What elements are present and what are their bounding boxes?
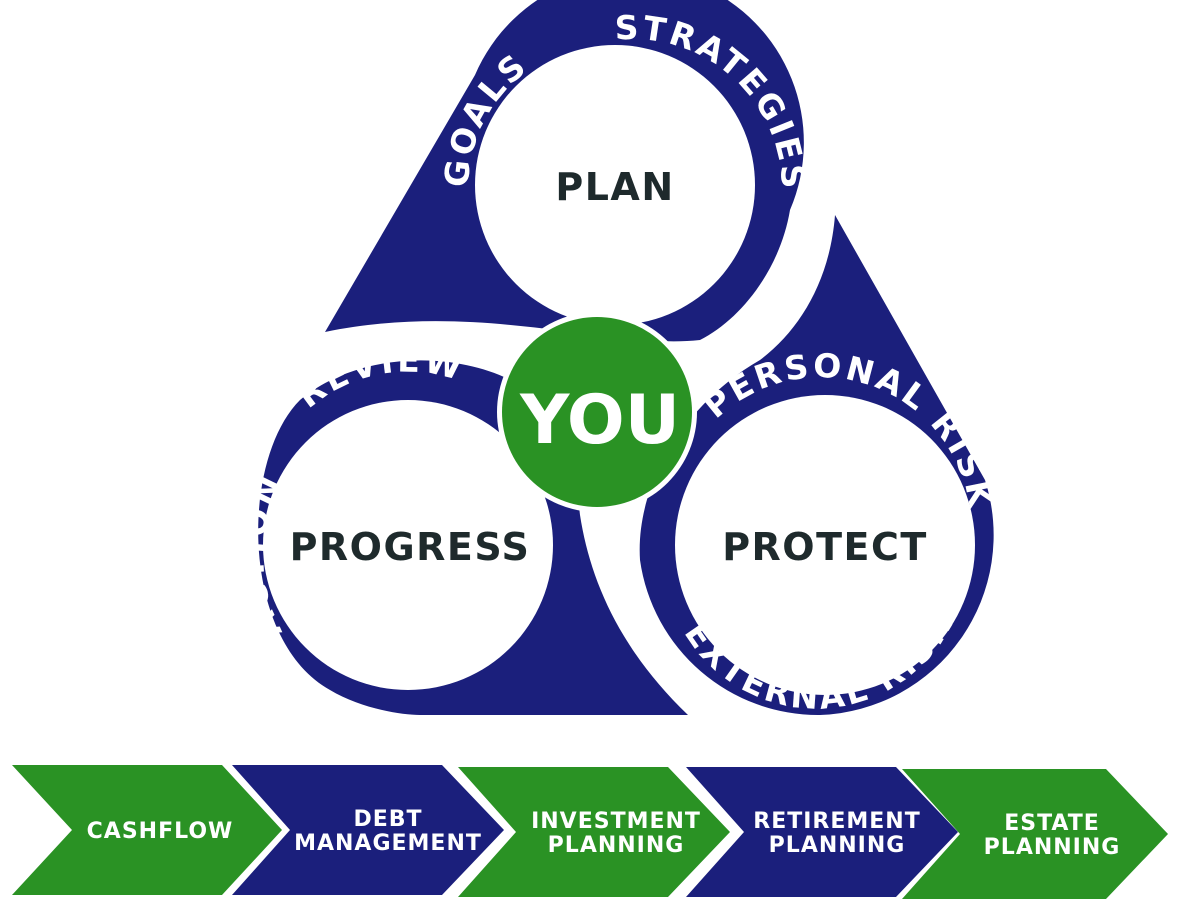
plan-label: PLAN [555,165,674,209]
step-chevron-1 [12,765,282,895]
step-label-4-line-1: RETIREMENT [753,809,920,834]
plan-section: GOALS STRATEGIES PLAN [325,0,810,342]
step-label-2-line-1: DEBT [353,807,422,832]
progress-section: REVIEW ACTION PROGRESS [232,340,688,715]
step-label-3-line-1: INVESTMENT [531,809,701,834]
step-chevron-5 [902,769,1168,899]
protect-circle [675,395,975,695]
protect-label: PROTECT [722,525,928,569]
step-label-3-line-2: PLANNING [548,833,685,858]
progress-circle [263,400,553,690]
step-label-1-line-1: CASHFLOW [87,819,234,844]
center-you: YOU [497,312,697,512]
step-label-5-line-1: ESTATE [1004,811,1100,836]
step-chevron-3 [458,767,730,897]
you-circle-fill [502,317,692,507]
step-chevron-4 [686,767,958,897]
progress-label: PROGRESS [290,525,531,569]
step-label-4-line-2: PLANNING [769,833,906,858]
step-label-2-line-2: MANAGEMENT [294,831,482,856]
step-label-5-line-2: PLANNING [984,835,1121,860]
plan-circle [475,45,755,325]
you-label: YOU [519,381,680,460]
step-chevron-2 [232,765,504,895]
